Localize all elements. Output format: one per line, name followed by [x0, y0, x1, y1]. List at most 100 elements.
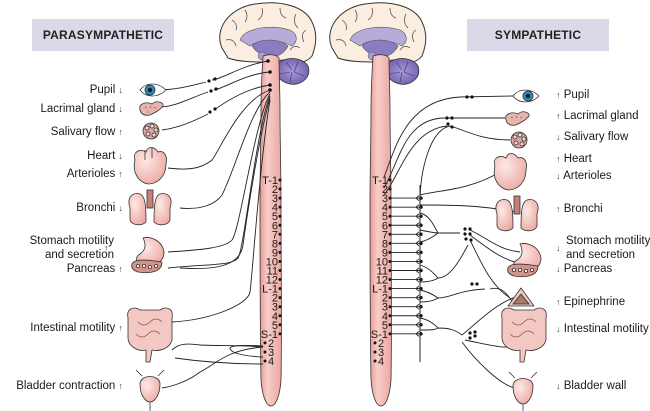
- segment-dot: [278, 214, 282, 218]
- nerve-mesenteric: [419, 244, 469, 283]
- decrease-arrow-icon: ↓: [118, 151, 124, 161]
- nerve-intestine: [171, 99, 271, 323]
- cerebellum: [385, 58, 420, 85]
- spinal-segment-label: 3: [378, 347, 384, 359]
- segment-dot: [278, 296, 282, 300]
- symp-effect-pancreas: ↓ Pancreas: [556, 263, 613, 275]
- segment-dot: [373, 359, 377, 363]
- trunk-ganglion-dot: [419, 232, 423, 237]
- decrease-arrow-icon: ↓: [556, 132, 561, 142]
- parasympathetic-nerves: [159, 60, 271, 389]
- nerve-heart: [383, 125, 448, 196]
- trunk-ganglion-dot: [419, 286, 423, 291]
- nerve-bronchi: [179, 91, 271, 209]
- spinal-segment-label: 3: [382, 193, 388, 205]
- segment-dot: [278, 196, 282, 200]
- segment-dot: [388, 196, 392, 200]
- increase-arrow-icon: ↑: [118, 127, 124, 137]
- bladder-icon: [135, 369, 165, 411]
- segment-dot: [388, 223, 392, 227]
- para-effect-salivary: Salivary flow ↑: [50, 126, 124, 138]
- nerve-bladder: [461, 341, 516, 389]
- spinal-segment-label: 9: [272, 247, 278, 259]
- salivary-gland-icon: [142, 122, 160, 140]
- decrease-arrow-icon: ↓: [118, 203, 124, 213]
- trunk-ganglion-chevron: [415, 276, 420, 283]
- segment-dot: [388, 305, 392, 309]
- trunk-ganglion-chevron: [415, 303, 420, 310]
- lungs-icon: [128, 189, 172, 226]
- segment-dot: [388, 278, 392, 282]
- parasympathetic-ganglia: [207, 59, 272, 114]
- eye-icon: [139, 83, 167, 97]
- segment-dot: [278, 205, 282, 209]
- segment-dot: [388, 287, 392, 291]
- nerve-salivary: [419, 125, 511, 204]
- segment-dot: [278, 232, 282, 236]
- increase-arrow-icon: ↑: [118, 264, 124, 274]
- segment-dot: [278, 250, 282, 254]
- segment-dot: [388, 214, 392, 218]
- increase-arrow-icon: ↑: [556, 111, 561, 121]
- decrease-arrow-icon: ↓: [118, 85, 124, 95]
- trunk-ganglion-dot: [419, 295, 423, 300]
- left-organs: [127, 83, 173, 411]
- segment-dot: [388, 269, 392, 272]
- spinal-segment-label: 4: [272, 311, 278, 323]
- segment-dot: [278, 259, 282, 263]
- spinal-segment-label: 6: [272, 220, 278, 232]
- para-effect-lacrimal: Lacrimal gland ↓: [40, 103, 124, 115]
- decrease-arrow-icon: ↓: [556, 324, 561, 334]
- segment-dot: [278, 287, 282, 291]
- segment-dot: [278, 178, 282, 182]
- adrenal-gland-icon: [507, 287, 535, 307]
- nerve-adrenal: [469, 239, 511, 299]
- nerve-lacrimal: [383, 117, 505, 189]
- segment-dot: [278, 223, 282, 227]
- segment-dot: [278, 241, 282, 245]
- trunk-ganglion-dot: [419, 250, 423, 255]
- sympathetic-rami: [391, 195, 423, 337]
- sympathetic-title: SYMPATHETIC: [494, 28, 582, 42]
- segment-dot: [388, 323, 392, 327]
- spinal-segment-label: 5: [382, 211, 388, 223]
- nerve-stomach: [167, 93, 271, 253]
- trunk-ganglion-chevron: [415, 312, 420, 319]
- decrease-arrow-icon: ↓: [556, 171, 561, 181]
- trunk-ganglion-dot: [419, 223, 423, 227]
- trunk-ganglion-dot: [419, 332, 423, 336]
- segment-dot: [278, 278, 282, 282]
- spinal-segment-label: 9: [382, 247, 388, 259]
- nerve-salivary: [161, 84, 271, 131]
- spinal-segment-label: 3: [268, 347, 274, 359]
- trunk-ganglion-chevron: [415, 204, 420, 210]
- spinal-segment-label: 8: [382, 238, 388, 250]
- nerve-heart-post: [419, 171, 501, 196]
- parasympathetic-title: PARASYMPATHETIC: [42, 28, 164, 42]
- para-effect-pancreas: Pancreas ↑: [66, 263, 124, 275]
- decrease-arrow-icon: ↓: [556, 264, 561, 274]
- spinal-segment-label: 11: [377, 266, 388, 278]
- segment-dot: [388, 187, 392, 191]
- lungs-icon: [495, 195, 539, 232]
- increase-arrow-icon: ↑: [556, 154, 561, 164]
- segment-dot: [388, 241, 392, 245]
- spinal-segment-label: 10: [376, 256, 388, 268]
- para-effect-bladder: Bladder contraction ↑: [16, 380, 123, 392]
- segment-dot: [373, 350, 377, 354]
- trunk-ganglion-chevron: [415, 294, 420, 301]
- spinal-segment-label: 10: [266, 256, 278, 268]
- spinal-segment-label: 5: [382, 320, 388, 332]
- trunk-ganglion-chevron: [415, 285, 420, 292]
- spinal-segment-label: 5: [272, 211, 278, 223]
- segment-dot: [388, 178, 392, 182]
- segment-dot: [278, 323, 282, 327]
- increase-arrow-icon: ↑: [104, 243, 109, 253]
- eye-icon: [512, 89, 540, 103]
- lacrimal-gland-icon: [139, 101, 164, 116]
- heart-icon: [133, 147, 167, 185]
- segment-dot: [388, 232, 392, 236]
